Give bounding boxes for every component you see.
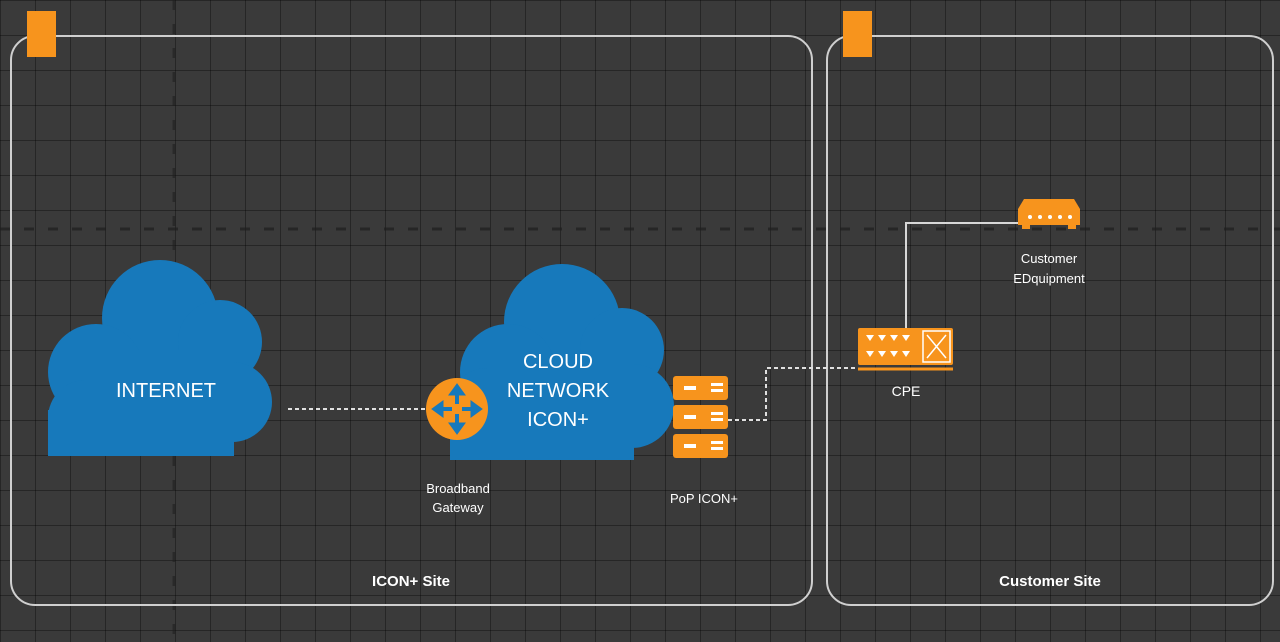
customer-equipment-label-line-2: EDquipment bbox=[1013, 271, 1085, 286]
icon-site-frame: ICON+ Site bbox=[10, 11, 813, 606]
customer-site-frame: Customer Site bbox=[826, 11, 1274, 606]
broadband-gateway-label-line-1: Broadband bbox=[426, 481, 490, 496]
customer-site-label: Customer Site bbox=[999, 573, 1101, 590]
pop-label: PoP ICON+ bbox=[670, 491, 738, 506]
customer-equipment-label-line-1: Customer bbox=[1021, 251, 1078, 266]
internet-cloud-icon bbox=[48, 260, 272, 456]
icon-site-label: ICON+ Site bbox=[372, 573, 450, 590]
cloud-network-label-line-3: ICON+ bbox=[527, 409, 589, 431]
site-marker bbox=[843, 11, 872, 57]
broadband-gateway-label-line-2: Gateway bbox=[432, 500, 484, 515]
cpe-label: CPE bbox=[892, 383, 921, 399]
link-pop-cpe bbox=[728, 367, 858, 421]
site-marker bbox=[27, 11, 56, 57]
link-cpe-equipment bbox=[905, 222, 1019, 328]
internet-label: INTERNET bbox=[116, 380, 216, 402]
server-stack-icon bbox=[673, 376, 728, 458]
switch-icon bbox=[858, 328, 953, 371]
cloud-network-label-line-2: NETWORK bbox=[507, 380, 610, 402]
cloud-network-label-line-1: CLOUD bbox=[523, 351, 593, 373]
device-icon bbox=[1018, 199, 1080, 229]
router-icon bbox=[426, 378, 488, 440]
